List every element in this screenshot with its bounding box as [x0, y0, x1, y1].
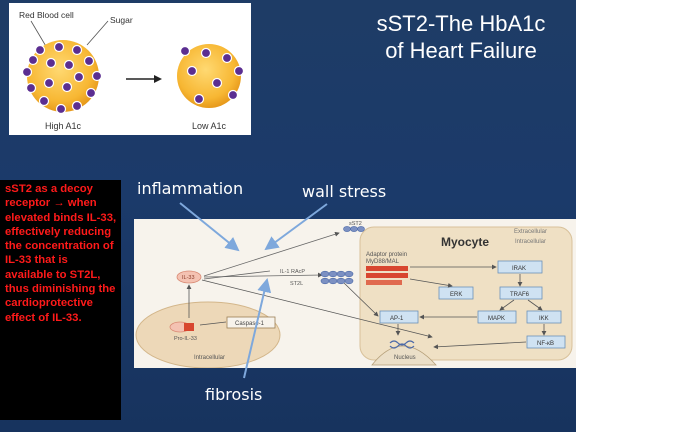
slide-title: sST2-The HbA1c of Heart Failure	[345, 10, 576, 64]
inflammation-label: inflammation	[137, 179, 244, 198]
intracellular-left-label: Intracellular	[194, 355, 225, 361]
adaptor-label-2: MyD88/MAL	[366, 259, 400, 265]
title-line-2: of Heart Failure	[385, 38, 537, 63]
irak-label: IRAK	[512, 266, 526, 272]
a1c-figure: Red Blood cell Sugar High A1c L	[19, 10, 245, 131]
caspase-box	[226, 316, 276, 329]
low-a1c-sugar-dots	[179, 45, 245, 105]
ap1-label: AP-1	[390, 316, 404, 322]
erk-box	[438, 286, 474, 300]
adaptor-to-erk-arrow	[409, 278, 453, 288]
pro-il33-label: Pro-IL-33	[174, 336, 197, 342]
ap1-box	[379, 310, 419, 324]
nfkb-to-nucleus-arrow	[433, 341, 527, 350]
slide: sST2-The HbA1c of Heart Failure Red Bloo…	[0, 0, 576, 432]
a1c-illustration: Red Blood cell Sugar High A1c L	[9, 3, 251, 135]
nfkb-label: NF-κB	[537, 341, 554, 347]
myocyte-label: Myocyte	[441, 235, 489, 249]
intracellular-right-label: Intracellular	[515, 239, 546, 245]
il33-ligand	[176, 270, 202, 284]
sst2-label: sST2	[349, 221, 362, 227]
il33-st2-pathway: Myocyte Extracellular Intracellular sST2…	[134, 219, 576, 368]
extracellular-label: Extracellular	[514, 229, 547, 235]
mapk-label: MAPK	[488, 316, 505, 322]
rbc-pointer	[30, 20, 48, 49]
traf6-to-ikk-arrow	[527, 299, 543, 311]
adaptor-bar-1	[366, 266, 408, 271]
irak-box	[497, 260, 543, 274]
fibrosis-arrow	[243, 278, 272, 379]
adaptor-bar-2	[366, 273, 408, 278]
traf6-label: TRAF6	[510, 292, 530, 298]
adaptor-label-1: Adaptor protein	[366, 252, 407, 258]
title-line-1: sST2-The HbA1c	[376, 11, 546, 36]
nucleus-label: Nucleus	[394, 355, 416, 361]
st2l-label: ST2L	[290, 281, 303, 287]
stimulus-arrows	[179, 202, 328, 379]
high-a1c-sugar-dots	[21, 41, 103, 115]
high-a1c-label: High A1c	[45, 121, 82, 131]
wall-stress-label: wall stress	[302, 182, 387, 201]
sst2-receptor	[343, 226, 365, 232]
adaptor-bar-3	[366, 280, 402, 285]
caspase-label: Caspase-1	[235, 321, 265, 327]
inflammation-arrow	[179, 202, 240, 252]
dna-strand-1	[389, 340, 415, 346]
il33-branch-line	[203, 270, 271, 280]
decoy-receptor-note: sST2 as a decoy receptor → when elevated…	[0, 180, 121, 420]
mapk-box	[477, 310, 517, 324]
caspase-inhibit-line	[199, 321, 227, 326]
wall-stress-arrow	[264, 203, 328, 251]
nfkb-box	[526, 335, 566, 349]
high-a1c-cell	[27, 40, 99, 112]
rbc-label: Red Blood cell	[19, 10, 74, 20]
pathway-diagram: Myocyte Extracellular Intracellular sST2…	[135, 221, 573, 368]
st2l-receptor	[320, 270, 354, 285]
low-a1c-label: Low A1c	[192, 121, 227, 131]
ikk-box	[526, 310, 562, 324]
il33-to-nucleus-arrow	[201, 279, 433, 339]
decoy-receptor-text: sST2 as a decoy receptor → when elevated…	[5, 183, 117, 324]
erk-label: ERK	[450, 292, 462, 298]
il1racp-label: IL-1 RAcP	[280, 269, 305, 275]
receptor-to-ap1-arrow	[343, 282, 379, 317]
traf6-to-mapk-arrow	[499, 299, 515, 311]
il33-label: IL-33	[182, 275, 195, 281]
fibrosis-label: fibrosis	[205, 385, 263, 404]
ikk-label: IKK	[539, 316, 549, 322]
traf6-box	[499, 286, 543, 300]
il33-to-sst2-arrow	[203, 231, 340, 277]
dna-strand-2	[389, 343, 415, 349]
transition-arrowhead	[154, 75, 162, 83]
pro-il33-tag	[184, 323, 194, 331]
sugar-pointer	[86, 20, 109, 46]
sugar-label: Sugar	[110, 15, 133, 25]
